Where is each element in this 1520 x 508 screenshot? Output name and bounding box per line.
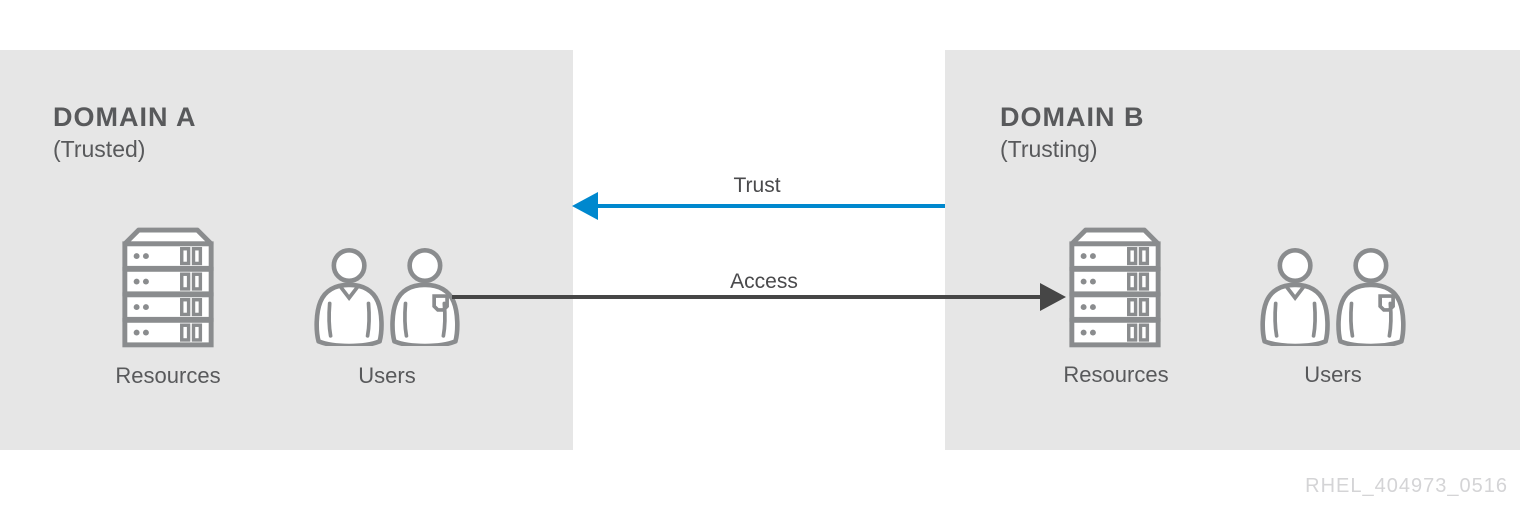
- domain-b-users-icon: [1259, 248, 1407, 346]
- access-arrow-label: Access: [730, 270, 798, 293]
- domain-a-subtitle: (Trusted): [53, 136, 146, 163]
- watermark-text: RHEL_404973_0516: [1305, 475, 1508, 497]
- domain-b-resources-label: Resources: [1063, 362, 1169, 387]
- trust-arrow-label: Trust: [733, 174, 781, 197]
- domain-b-users-label: Users: [1304, 362, 1362, 387]
- domain-b-title: DOMAIN B: [1000, 102, 1145, 132]
- domain-a-users-label: Users: [358, 363, 416, 388]
- domain-b-server-icon: [1064, 224, 1166, 348]
- domain-a-title-block: DOMAIN A (Trusted): [53, 101, 197, 165]
- domain-b-panel: [945, 50, 1520, 450]
- domain-a-users-icon: [313, 248, 461, 346]
- domain-a-title: DOMAIN A: [53, 102, 197, 132]
- domain-b-title-block: DOMAIN B (Trusting): [1000, 101, 1145, 165]
- domain-a-resources-label: Resources: [115, 363, 221, 388]
- domain-a-server-icon: [117, 224, 219, 348]
- domain-b-subtitle: (Trusting): [1000, 136, 1098, 163]
- domain-a-panel: [0, 50, 573, 450]
